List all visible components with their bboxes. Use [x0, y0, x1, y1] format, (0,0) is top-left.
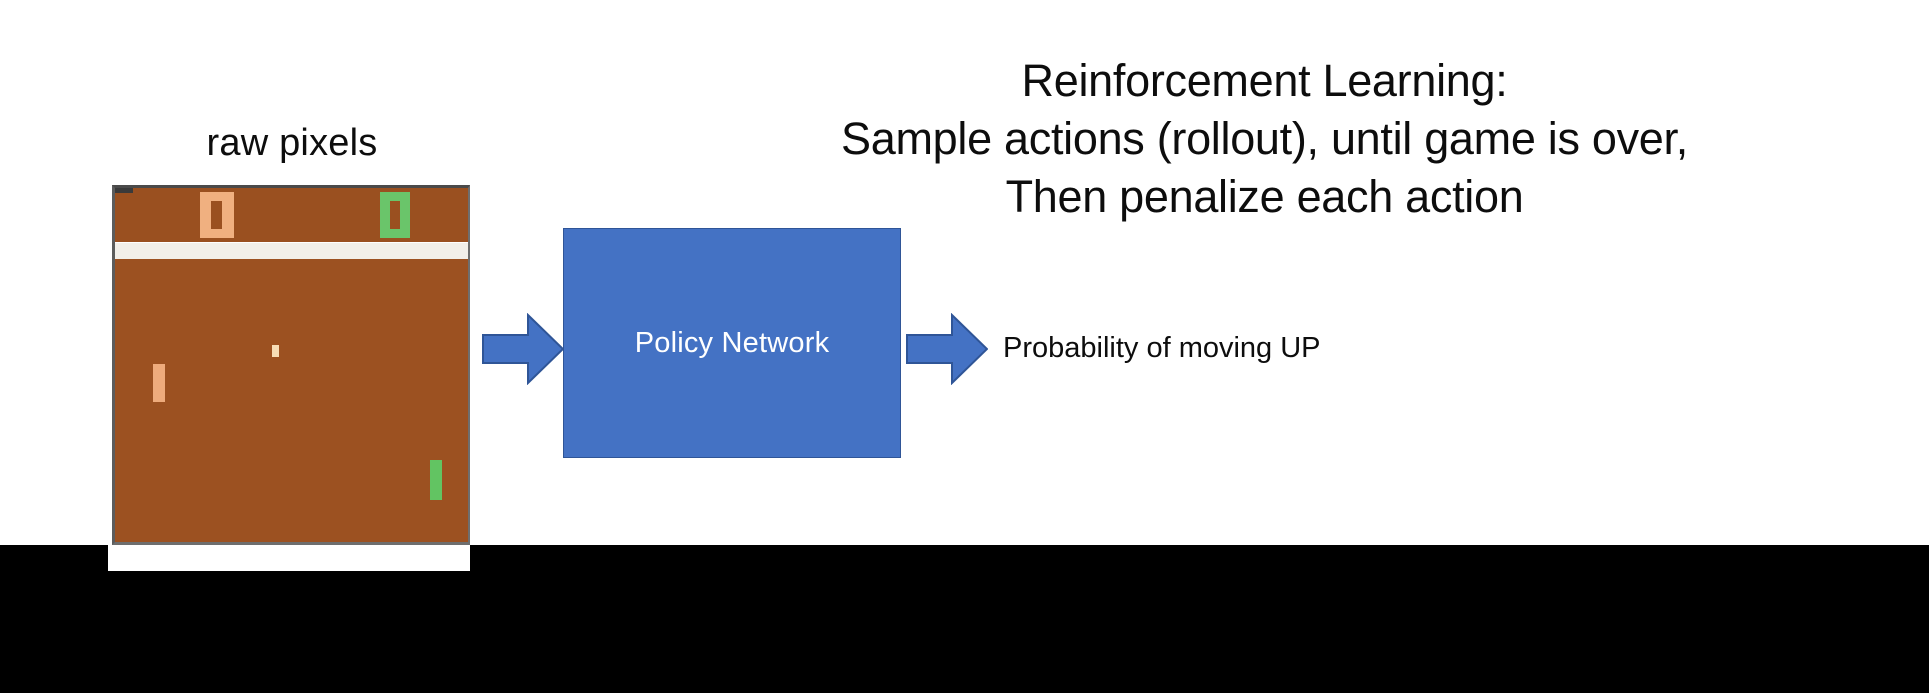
pong-ball-icon — [272, 345, 279, 357]
game-play-field — [115, 259, 468, 542]
screen-notch — [115, 188, 133, 193]
game-score-area — [115, 188, 468, 242]
input-right-arrow-icon — [482, 312, 565, 386]
letterbox-bar-bottom — [108, 571, 470, 693]
title-line-1: Reinforcement Learning: — [1021, 55, 1508, 106]
title-line-2: Sample actions (rollout), until game is … — [841, 113, 1688, 164]
green-paddle-icon — [430, 460, 442, 500]
pong-game-screen — [112, 185, 470, 545]
title-line-3: Then penalize each action — [1005, 171, 1524, 222]
letterbox-bar-right — [470, 545, 1929, 693]
game-divider-line — [115, 242, 468, 259]
slide-title: Reinforcement Learning: Sample actions (… — [600, 52, 1929, 226]
raw-pixels-caption: raw pixels — [206, 122, 378, 164]
score-digit-green-icon — [380, 192, 410, 238]
policy-network-label: Policy Network — [634, 326, 830, 359]
letterbox-bar-left — [0, 545, 108, 693]
score-digit-orange-icon — [200, 192, 234, 238]
policy-network-box: Policy Network — [563, 228, 901, 458]
output-right-arrow-icon — [906, 312, 989, 386]
output-probability-label: Probability of moving UP — [1003, 332, 1321, 364]
orange-paddle-icon — [153, 364, 165, 402]
